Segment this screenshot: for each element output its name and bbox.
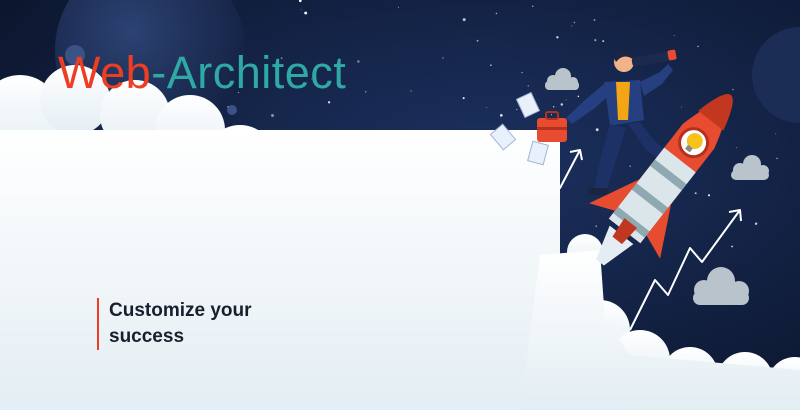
star bbox=[629, 165, 631, 167]
star bbox=[565, 99, 567, 101]
cloud-bank bbox=[0, 65, 800, 410]
star bbox=[442, 57, 444, 59]
tagline: Customize your success bbox=[97, 298, 252, 350]
star bbox=[486, 107, 488, 109]
star bbox=[364, 90, 367, 93]
star bbox=[521, 71, 523, 74]
star bbox=[556, 36, 559, 39]
star bbox=[707, 194, 711, 197]
planet-crater bbox=[227, 105, 237, 115]
star bbox=[573, 21, 576, 24]
star bbox=[736, 147, 737, 149]
star bbox=[577, 95, 580, 98]
star bbox=[357, 60, 360, 63]
star bbox=[271, 114, 274, 117]
planet-crater bbox=[65, 45, 85, 65]
briefcase-icon bbox=[537, 111, 567, 142]
star bbox=[516, 109, 518, 111]
star bbox=[298, 0, 302, 3]
star bbox=[571, 25, 573, 27]
star bbox=[527, 85, 529, 87]
star bbox=[397, 6, 399, 8]
star bbox=[552, 106, 555, 108]
star bbox=[311, 78, 313, 80]
star bbox=[462, 18, 466, 22]
star bbox=[595, 225, 597, 227]
lightbulb-icon bbox=[686, 133, 703, 150]
star bbox=[560, 103, 564, 106]
brand-logo-part-web: Web bbox=[58, 47, 152, 98]
star bbox=[327, 101, 331, 104]
star bbox=[593, 18, 596, 21]
planet-icon bbox=[752, 27, 800, 123]
star bbox=[280, 57, 283, 60]
star bbox=[776, 157, 778, 160]
star bbox=[304, 11, 308, 15]
star bbox=[495, 12, 498, 15]
star bbox=[673, 34, 675, 37]
star bbox=[775, 133, 777, 135]
brand-logo: Web-Architect bbox=[58, 50, 346, 95]
star bbox=[594, 38, 597, 42]
star bbox=[410, 90, 412, 92]
star bbox=[731, 245, 733, 248]
star bbox=[237, 91, 240, 94]
star bbox=[602, 40, 605, 43]
star bbox=[499, 114, 503, 117]
brand-logo-part-architect: -Architect bbox=[151, 47, 347, 98]
star bbox=[694, 192, 697, 195]
star bbox=[300, 9, 302, 11]
star bbox=[595, 128, 599, 132]
cloud-icon bbox=[545, 68, 579, 90]
star bbox=[490, 64, 492, 67]
rocket-icon bbox=[589, 94, 733, 266]
star bbox=[732, 88, 734, 91]
businessman-with-telescope-icon bbox=[566, 49, 677, 195]
cloud-icon bbox=[693, 267, 749, 305]
cloud-icon bbox=[731, 155, 769, 180]
star bbox=[551, 114, 552, 116]
star bbox=[754, 222, 758, 225]
star bbox=[476, 39, 479, 42]
growth-arrow-icon bbox=[629, 209, 742, 331]
star bbox=[681, 106, 683, 108]
star bbox=[462, 97, 465, 100]
tagline-line-2: success bbox=[109, 326, 185, 347]
tagline-line-1: Customize your bbox=[109, 300, 252, 321]
star bbox=[697, 45, 699, 48]
flying-papers bbox=[489, 91, 549, 166]
star bbox=[531, 5, 534, 8]
